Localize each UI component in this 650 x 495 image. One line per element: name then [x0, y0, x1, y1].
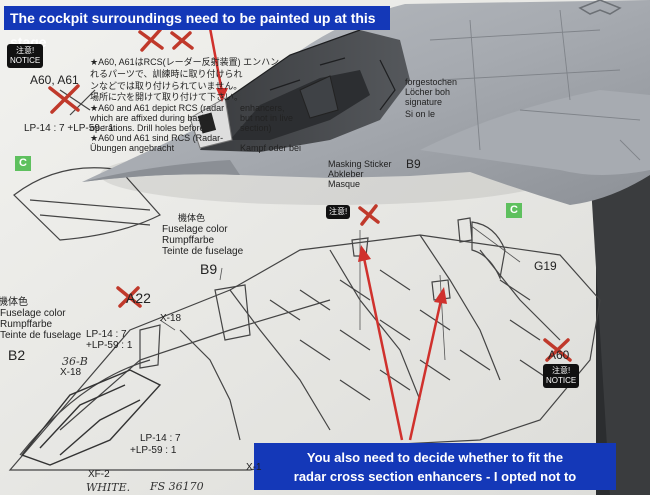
text-snippet-1: れるパーツで、訓練時に取り付けられ [90, 69, 243, 79]
label-fuselage-en: Fuselage color [162, 224, 228, 235]
text-snippet-3: 場所に穴を開けて取り付けて下さい。 [90, 92, 244, 102]
cockpit-floor [230, 70, 370, 140]
step-marker-c-2: C [506, 203, 522, 218]
label-fuselage-de-2: Rumpffarbe [0, 319, 53, 330]
text-snippet-17: Masking Sticker [328, 159, 392, 169]
label-x1: X-1 [246, 462, 262, 473]
text-snippet-9: enhancers, [240, 103, 285, 113]
label-x18: X-18 [160, 313, 182, 324]
text-snippet-14: Löcher boh [405, 87, 451, 97]
label-b9-ref: B9 [406, 157, 421, 171]
model-nose-shadow [82, 160, 240, 182]
label-lp59: +LP-59 : 1 [86, 340, 133, 351]
handwritten-fs-code: FS 36170 [150, 480, 204, 493]
ejection-seat [299, 75, 339, 119]
text-snippet-11: section) [240, 123, 272, 133]
red-arrows [208, 27, 447, 441]
text-snippet-0: ★A60, A61はRCS(レーダー反射装置) エンハン [90, 57, 280, 67]
cockpit-rim [224, 29, 396, 111]
caption-bottom-line-2: radar cross section enhancers - I opted … [293, 469, 577, 484]
text-snippet-2: ンなどでは取り付けられていません。 [90, 81, 243, 91]
label-x18-b: X-18 [60, 367, 82, 378]
label-fuselage-de: Rumpffarbe [162, 235, 215, 246]
small-part-outlines [139, 217, 506, 369]
text-snippet-7: ★A60 und A61 sind RCS (Radar- [90, 133, 224, 143]
panel-screen [197, 112, 217, 134]
label-xf2: XF-2 [88, 469, 110, 480]
text-snippet-16: Si on le [405, 109, 436, 119]
notice-badge-3: 注意! NOTICE [543, 364, 580, 388]
text-snippet-19: Masque [328, 179, 361, 189]
model-wing [420, 90, 650, 175]
cockpit-tub-line-art [20, 369, 162, 466]
label-a22: A22 [126, 290, 151, 306]
text-snippet-15: signature [405, 97, 443, 107]
canopy-line-art [13, 89, 161, 241]
label-b2: B2 [8, 347, 26, 363]
notice-jp-3: 注意! [552, 366, 571, 375]
label-g19: G19 [534, 259, 557, 273]
notice-badge-1: 注意! NOTICE [7, 44, 44, 68]
text-snippet-18: Abkleber [328, 169, 364, 179]
text-snippet-5: which are affixed during basic [90, 113, 209, 123]
label-lp59-b: +LP-59 : 1 [130, 445, 177, 456]
handwritten-white: WHITE. [86, 481, 131, 494]
caption-top: The cockpit surroundings need to be pain… [4, 6, 390, 50]
notice-jp-2: 注意! [329, 207, 348, 216]
text-snippet-13: forgestochen [405, 77, 458, 87]
caption-bottom: You also need to decide whether to fit t… [254, 443, 616, 490]
label-jp-color: 機体色 [178, 213, 206, 223]
text-snippet-6: operations. Drill holes before [90, 123, 205, 133]
sheet-edge [590, 170, 650, 495]
text-snippet-4: ★A60 and A61 depict RCS (radar [90, 103, 225, 113]
red-crosses [48, 28, 572, 362]
label-fuselage-en-2: Fuselage color [0, 308, 66, 319]
notice-badge-2: 注意! [326, 205, 351, 219]
label-fuselage-fr-2: Teinte de fuselage [0, 330, 82, 341]
label-paint-ratio: LP-14 : 7 +LP-59 : 1 [24, 123, 114, 134]
label-fuselage-fr: Teinte de fuselage [162, 246, 244, 257]
label-a60: A60 [548, 348, 570, 362]
text-snippet-10: but not in live [240, 113, 294, 123]
model-panel-lines [429, 9, 641, 161]
notice-jp: 注意! [16, 46, 35, 55]
text-snippet-8: Übungen angebracht [90, 143, 175, 153]
label-a60-a61: A60, A61 [30, 73, 79, 87]
leader-lines [159, 224, 521, 361]
model-chevron [578, 0, 622, 15]
caption-bottom-line-1: You also need to decide whether to fit t… [306, 450, 564, 465]
text-snippet-12: Kampf oder bei [240, 143, 302, 153]
label-jp-color-2: 機体色 [0, 297, 28, 308]
handwritten-scrawl: 36-B [62, 355, 88, 368]
label-lp14-b: LP-14 : 7 [140, 433, 181, 444]
label-b9: B9 [200, 261, 218, 277]
notice-en: NOTICE [10, 56, 41, 65]
step-marker-c-1: C [15, 156, 31, 171]
notice-en-3: NOTICE [546, 376, 577, 385]
label-lp14: LP-14 : 7 [86, 329, 127, 340]
